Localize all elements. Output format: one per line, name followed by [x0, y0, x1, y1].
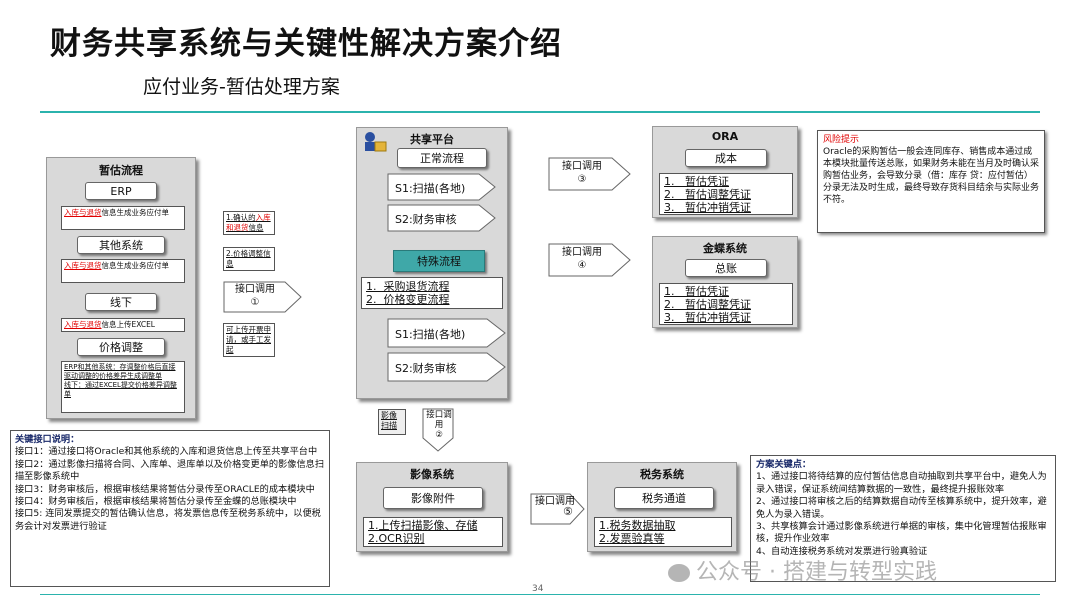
other-system-desc: 入库与退货信息生成业务应付单: [61, 259, 185, 283]
key-interface-line: 接口5: 连同发票提交的暂估确认信息，将发票信息传至税务系统中，以便税务会计对发…: [15, 508, 321, 532]
s1-label: S1:扫描(各地): [395, 182, 466, 195]
tax-system-list: 1.税务数据抽取 2.发票验真等: [594, 517, 732, 547]
ora-item: 1. 暂估凭证: [664, 175, 729, 188]
title-divider: [40, 111, 1040, 113]
kingdee-title: 金蝶系统: [703, 242, 747, 255]
s2-label: S2:财务审核: [395, 213, 457, 226]
s1b-arrow: [387, 318, 506, 348]
key-interfaces-box: 关键接口说明： 接口1：通过接口将Oracle和其他系统的入库和退货信息上传至共…: [10, 430, 330, 587]
erp-desc: 入库与退货信息生成业务应付单: [61, 206, 185, 230]
note-upload-invoice: 可上传开票申请，或手工发起: [223, 323, 275, 357]
s2-arrow: [387, 204, 496, 232]
highlights-box: 方案关键点： 1、通过接口将待结算的应付暂估信息自动抽取到共享平台中，避免人为录…: [750, 455, 1056, 582]
image-system-list: 1.上传扫描影像、存储 2.OCR识别: [363, 517, 503, 547]
wechat-icon: [668, 564, 690, 582]
shared-platform-panel: 共享平台 正常流程 S1:扫描(各地) S2:财务审核 特殊流程 1. 采购退货…: [356, 127, 508, 399]
price-adjust-label: 价格调整: [77, 338, 165, 356]
s1b-label: S1:扫描(各地): [395, 328, 466, 341]
estimate-flow-title: 暂估流程: [99, 164, 143, 177]
special-flow-list: 1. 采购退货流程 2. 价格变更流程: [361, 277, 503, 309]
highlights-title: 方案关键点：: [756, 459, 812, 470]
interface-3-arrow: [548, 157, 631, 191]
s1-arrow: [387, 173, 496, 201]
special-flow-label: 特殊流程: [393, 250, 485, 272]
key-interface-line: 接口3：财务审核后，根据审核结果将暂估分录传至ORACLE的成本模块中: [15, 483, 315, 495]
ora-title: ORA: [711, 130, 739, 143]
ora-sub: 成本: [685, 149, 767, 167]
image-system-sub: 影像附件: [383, 487, 483, 509]
page-title: 财务共享系统与关键性解决方案介绍: [50, 26, 562, 62]
note-price-adjust: 2.价格调整信息: [223, 247, 275, 271]
offline-desc: 入库与退货信息上传EXCEL: [61, 318, 185, 332]
interface-5-arrow: [530, 493, 585, 525]
interface-1-arrow: [223, 281, 302, 313]
special-item: 2. 价格变更流程: [366, 293, 450, 306]
note-confirm-info: 1.确认的入库和退货信息: [223, 211, 275, 235]
kingdee-panel: 金蝶系统 总账 1. 暂估凭证 2. 暂估调整凭证 3. 暂估冲销凭证: [652, 236, 798, 328]
key-interface-line: 接口2：通过影像扫描将合同、入库单、退库单以及价格变更单的影像信息扫描至影像系统…: [15, 458, 325, 483]
interface-5-number: ⑤: [563, 505, 573, 518]
estimate-flow-panel: 暂估流程 ERP 入库与退货信息生成业务应付单 其他系统 入库与退货信息生成业务…: [46, 157, 196, 419]
tax-system-item: 2.发票验真等: [599, 532, 665, 545]
interface-5-label: 接口调用: [535, 496, 575, 507]
special-item: 1. 采购退货流程: [366, 280, 450, 293]
price-adjust-desc-2: 线下：通过EXCEL提交价格差异调整单: [64, 381, 177, 398]
watermark: 公众号 · 搭建与转型实践: [668, 554, 937, 586]
highlight-line: 3、共享核算会计通过影像系统进行单据的审核，集中化管理暂估报账审核，提升作业效率: [756, 521, 1047, 545]
s2b-arrow: [387, 352, 506, 382]
tax-system-sub: 税务通道: [614, 487, 714, 509]
kingdee-item: 1. 暂估凭证: [664, 285, 729, 298]
footer-divider: [40, 594, 1040, 595]
interface-4-arrow: [548, 243, 631, 277]
key-interface-line: 接口4：财务审核后，根据审核结果将暂估分录传至金蝶的总账模块中: [15, 496, 297, 508]
kingdee-item: 2. 暂估调整凭证: [664, 298, 751, 311]
image-system-title: 影像系统: [410, 468, 454, 481]
worker-icon: [360, 130, 388, 154]
kingdee-item: 3. 暂估冲销凭证: [664, 311, 751, 324]
shared-platform-title: 共享平台: [410, 133, 454, 146]
erp-label: ERP: [85, 182, 157, 200]
ora-item: 2. 暂估调整凭证: [664, 188, 751, 201]
price-adjust-desc-1: ERP和其他系统：存调整价格后直接驱动调整的价格差异生成调整单: [64, 363, 176, 380]
price-adjust-desc: ERP和其他系统：存调整价格后直接驱动调整的价格差异生成调整单 线下：通过EXC…: [61, 361, 185, 413]
kingdee-sub: 总账: [685, 259, 767, 277]
page-subtitle: 应付业务-暂估处理方案: [143, 76, 340, 98]
page-number: 34: [532, 584, 544, 594]
ora-list: 1. 暂估凭证 2. 暂估调整凭证 3. 暂估冲销凭证: [659, 173, 793, 215]
risk-title: 风险提示: [823, 135, 860, 145]
risk-text: Oracle的采购暂估一般会连同库存、销售成本通过成本模块批量传送总账，如果财务…: [823, 147, 1040, 205]
kingdee-list: 1. 暂估凭证 2. 暂估调整凭证 3. 暂估冲销凭证: [659, 283, 793, 325]
risk-note: 风险提示 Oracle的采购暂估一般会连同库存、销售成本通过成本模块批量传送总账…: [817, 130, 1045, 233]
key-interface-line: 接口1：通过接口将Oracle和其他系统的入库和退货信息上传至共享平台中: [15, 446, 318, 458]
image-system-item: 1.上传扫描影像、存储: [368, 519, 478, 532]
ora-item: 3. 暂估冲销凭证: [664, 201, 751, 214]
image-scan-label: 影像扫描: [378, 409, 406, 435]
image-system-item: 2.OCR识别: [368, 532, 425, 545]
highlight-line: 2、通过接口将审核之后的结算数据自动传至核算系统中，提升效率，避免人为录入错误。: [756, 496, 1047, 520]
normal-flow-label: 正常流程: [397, 148, 487, 168]
image-system-panel: 影像系统 影像附件 1.上传扫描影像、存储 2.OCR识别: [356, 462, 508, 552]
ora-panel: ORA 成本 1. 暂估凭证 2. 暂估调整凭证 3. 暂估冲销凭证: [652, 126, 798, 218]
highlight-line: 1、通过接口将待结算的应付暂估信息自动抽取到共享平台中，避免人为录入错误，保证系…: [756, 471, 1047, 495]
s2b-label: S2:财务审核: [395, 362, 457, 375]
interface-2-arrow: [422, 408, 454, 452]
tax-system-title: 税务系统: [640, 468, 684, 481]
highlight-line: 4、自动连接税务系统对发票进行验真验证: [756, 545, 928, 557]
offline-label: 线下: [85, 293, 157, 311]
tax-system-panel: 税务系统 税务通道 1.税务数据抽取 2.发票验真等: [587, 462, 737, 552]
key-interfaces-title: 关键接口说明：: [15, 434, 80, 445]
tax-system-item: 1.税务数据抽取: [599, 519, 676, 532]
other-system-label: 其他系统: [77, 236, 165, 254]
